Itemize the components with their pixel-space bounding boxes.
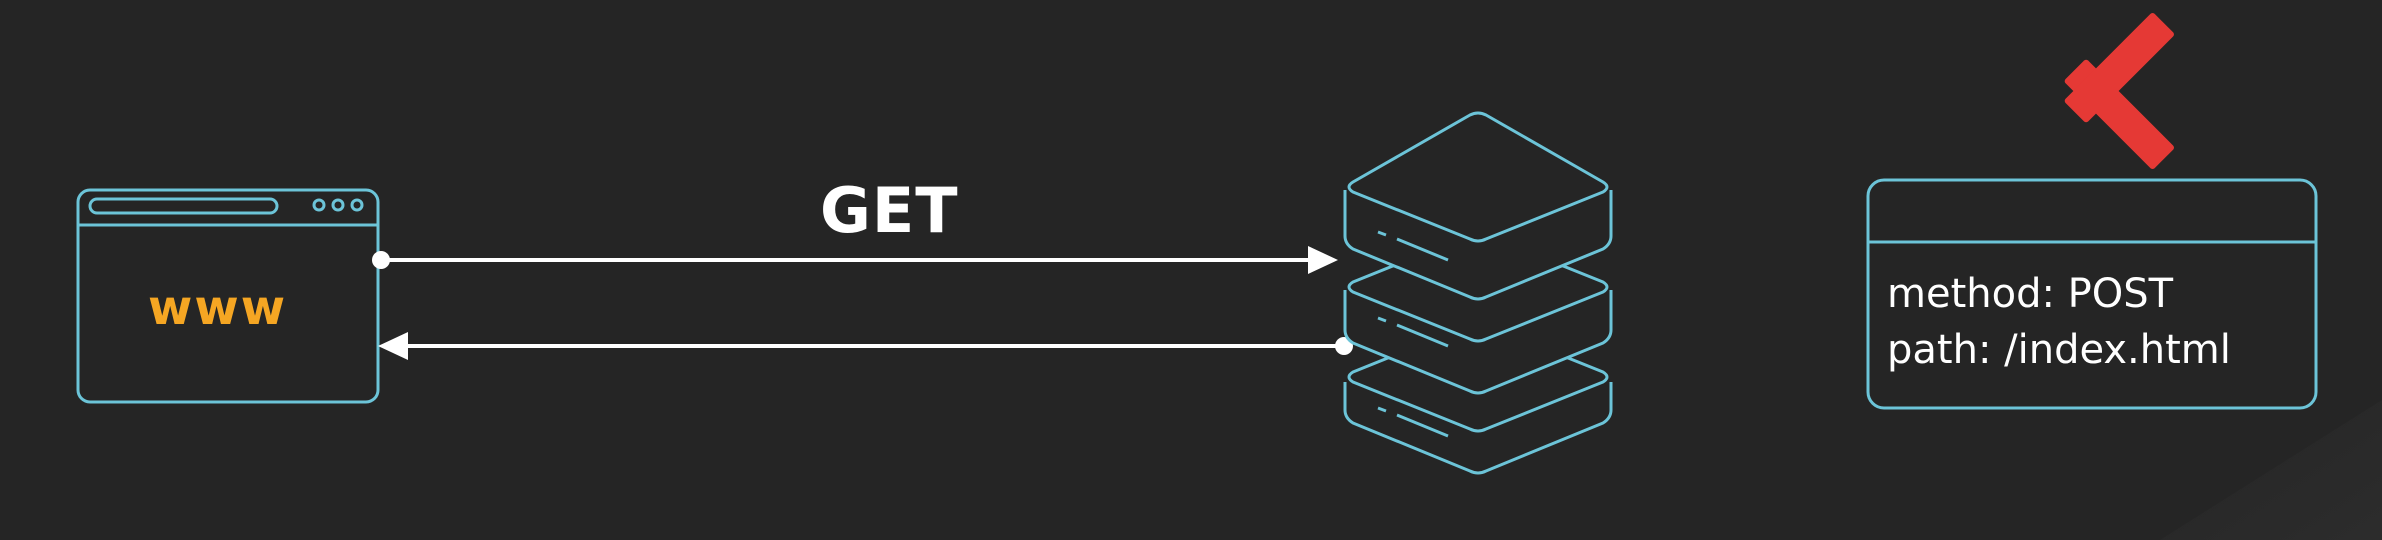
card-method-line: method: POST: [1887, 271, 2174, 317]
http-method-label: GET: [820, 174, 959, 247]
red-x-icon: [2064, 13, 2174, 169]
card-path-line: path: /index.html: [1887, 327, 2231, 373]
request-arrow: [372, 246, 1338, 274]
server-layer-top: [1343, 111, 1613, 301]
background-corner-shade: [2160, 400, 2382, 540]
response-arrow: [378, 332, 1353, 360]
browser-window-icon: [76, 188, 380, 404]
server-stack-icon: [1343, 111, 1613, 475]
request-card: [1866, 178, 2318, 410]
browser-content-label: www: [148, 280, 288, 336]
